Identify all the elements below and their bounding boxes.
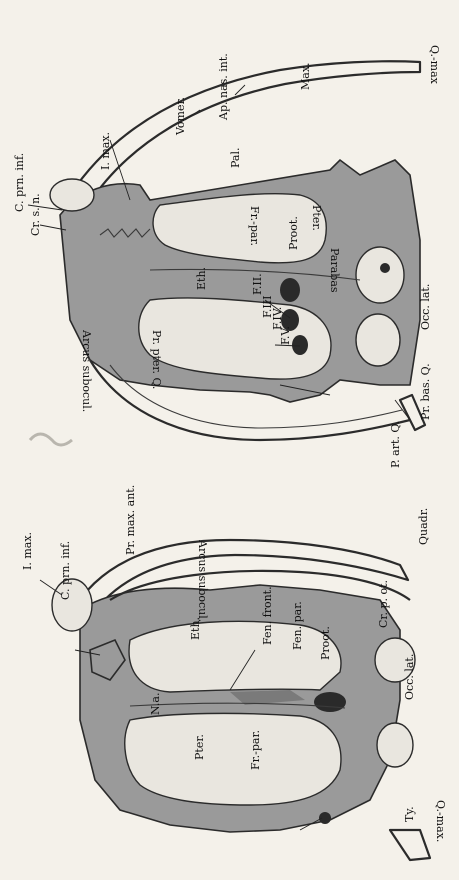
label-ty: Ty. [404, 806, 415, 822]
label-pter-b: Pter. [311, 205, 322, 231]
label-pr-pter-q: Pr. pter. Q. [151, 330, 162, 389]
label-occ-lat-a: Occ. lat. [404, 654, 415, 700]
label-i-max-a: I. max. [22, 532, 33, 570]
premaxilla [50, 179, 94, 211]
occipital-condyle-left [356, 247, 404, 303]
label-arcus-subocul-a: Arcus subocul. [197, 540, 208, 622]
label-p-art-q: P. art. Q. [390, 421, 401, 468]
skull-figure-ventral [50, 61, 425, 440]
label-max: Max. [300, 62, 311, 90]
premaxilla-dorsal [52, 579, 92, 631]
label-proot-b: Proot. [288, 216, 299, 250]
label-i-max-b: I. max. [100, 132, 111, 170]
label-c-prn-inf-a: C. prn. inf. [60, 541, 71, 600]
label-pal: Pal. [230, 148, 241, 168]
occipital-condyle-right [356, 314, 400, 366]
label-pter-a: Pter. [194, 734, 205, 760]
label-cr-s-n: Cr. s. n. [30, 193, 41, 236]
label-c-prn-inf-b: C. prn. inf. [14, 153, 25, 212]
label-cr-p-ot: Cr. p. ot. [378, 580, 389, 628]
label-na: N.a. [150, 693, 161, 715]
label-q-max-a: Q.-max. [435, 800, 446, 842]
fen-par-dark [314, 692, 346, 712]
label-eth-a: Eth. [190, 617, 201, 640]
label-f-ii: F.II. [252, 273, 263, 295]
frontoparietal-fenestra [125, 713, 341, 805]
label-parabas: Parabas [329, 248, 340, 293]
quadrate-dorsal [390, 830, 430, 860]
label-fen-par: Fen. par. [292, 601, 303, 650]
label-fr-par-a: Fr.-par. [250, 730, 261, 770]
label-ap-nas-int: Ap. nas. int. [218, 53, 229, 120]
label-pr-bas-q: Pr. bas. Q. [420, 363, 431, 420]
label-quadr: Quadr. [418, 508, 429, 545]
label-vomer: Vomer. [175, 97, 186, 135]
occipital-lateral-b [377, 723, 413, 767]
label-occ-lat-b: Occ. lat. [420, 284, 431, 330]
tympanic [319, 812, 331, 824]
printing-smudge [30, 434, 72, 445]
label-arcus-subocul-b: Arcus subocul. [81, 330, 92, 412]
label-f-v: F.V. [280, 326, 291, 345]
foramen-magnum-mark [380, 263, 390, 273]
foramen-v [280, 278, 300, 302]
label-proot-a: Proot. [320, 626, 331, 660]
foramen-iii [292, 335, 308, 355]
label-eth-b: Eth. [196, 267, 207, 290]
label-fen-front: Fen. front. [262, 586, 273, 645]
skull-figure-dorsal [52, 540, 430, 860]
label-fr-par-b: Fr.-par. [249, 206, 260, 246]
label-pr-max-ant: Pr. max. ant. [125, 485, 136, 555]
label-q-max-b: Q.-max [429, 45, 440, 84]
